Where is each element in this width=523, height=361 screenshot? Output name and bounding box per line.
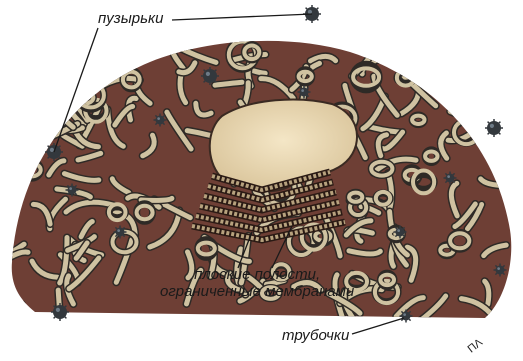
- label-flat-cavities-line1: плоские полости,: [160, 266, 354, 283]
- label-flat-cavities: плоские полости, ограниченные мембранами: [160, 266, 354, 300]
- vesicle-icon: [51, 303, 69, 321]
- vesicle-icon: [485, 119, 503, 137]
- label-flat-cavities-line2: ограниченные мембранами: [160, 283, 354, 300]
- vesicle-icon: [400, 310, 413, 323]
- leader-vesicles-right: [172, 14, 312, 20]
- label-tubules: трубочки: [282, 327, 349, 344]
- vesicle-icon: [201, 67, 219, 85]
- vesicle-icon: [298, 86, 311, 99]
- vesicle-icon: [154, 114, 167, 127]
- label-vesicles: пузырьки: [98, 10, 163, 27]
- vesicle-icon: [114, 226, 127, 239]
- vesicle-icon: [394, 226, 407, 239]
- vesicle-icon: [444, 172, 457, 185]
- vesicle-icon: [494, 264, 507, 277]
- leader-tubules: [352, 318, 404, 334]
- vesicle-icon: [66, 184, 79, 197]
